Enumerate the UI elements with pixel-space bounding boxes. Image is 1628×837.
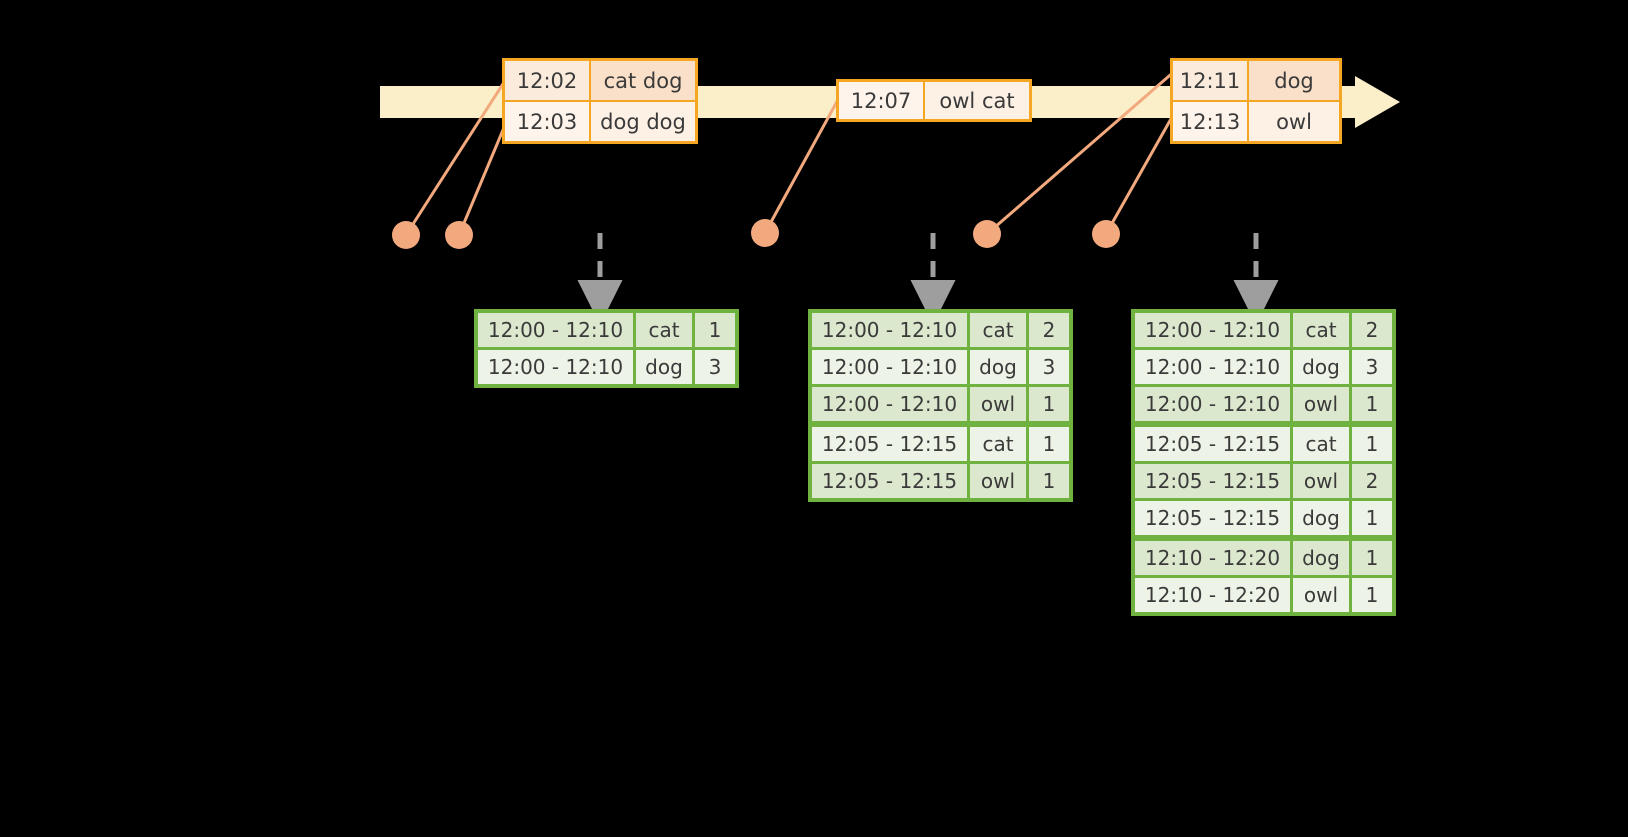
cell-word: dog	[1293, 541, 1349, 575]
cell-window: 12:00 - 12:10	[478, 313, 633, 347]
cell-word: dog	[1293, 350, 1349, 384]
connector-dot	[751, 219, 779, 247]
cell-word: cat	[1293, 313, 1349, 347]
dashed-arrows	[577, 233, 1279, 325]
event-value: dog	[1249, 61, 1339, 100]
event-row[interactable]: 12:02 cat dog	[505, 61, 695, 100]
event-time: 12:13	[1173, 102, 1249, 141]
event-row[interactable]: 12:07 owl cat	[839, 82, 1029, 119]
cell-word: owl	[970, 387, 1026, 421]
cell-word: owl	[1293, 578, 1349, 612]
cell-word: dog	[636, 350, 692, 384]
cell-count: 3	[1029, 350, 1069, 384]
connector-dot	[1092, 220, 1120, 248]
cell-window: 12:05 - 12:15	[1135, 501, 1290, 535]
cell-word: dog	[970, 350, 1026, 384]
cell-count: 1	[1352, 541, 1392, 575]
cell-window: 12:10 - 12:20	[1135, 578, 1290, 612]
cell-word: cat	[970, 313, 1026, 347]
event-row[interactable]: 12:11 dog	[1173, 61, 1339, 100]
cell-word: cat	[970, 427, 1026, 461]
event-box-group-3[interactable]: 12:11 dog 12:13 owl	[1170, 58, 1342, 144]
event-value: dog dog	[591, 102, 695, 141]
cell-count: 1	[1029, 387, 1069, 421]
cell-count: 1	[1352, 427, 1392, 461]
cell-window: 12:00 - 12:10	[812, 387, 967, 421]
cell-count: 1	[1352, 501, 1392, 535]
event-time: 12:02	[505, 61, 591, 100]
event-value: owl cat	[925, 82, 1029, 119]
event-value: cat dog	[591, 61, 695, 100]
cell-count: 3	[1352, 350, 1392, 384]
cell-word: cat	[1293, 427, 1349, 461]
cell-count: 2	[1352, 313, 1392, 347]
cell-word: owl	[970, 464, 1026, 498]
cell-count: 2	[1352, 464, 1392, 498]
event-box-group-2[interactable]: 12:07 owl cat	[836, 79, 1032, 122]
cell-count: 3	[695, 350, 735, 384]
connector-group-2	[751, 95, 842, 247]
cell-window: 12:05 - 12:15	[812, 464, 967, 498]
connector-dot	[445, 221, 473, 249]
cell-count: 1	[1029, 427, 1069, 461]
event-box-group-1[interactable]: 12:02 cat dog 12:03 dog dog	[502, 58, 698, 144]
event-time: 12:07	[839, 82, 925, 119]
event-row[interactable]: 12:03 dog dog	[505, 100, 695, 141]
cell-window: 12:00 - 12:10	[1135, 387, 1290, 421]
connector-group-1	[392, 75, 510, 249]
event-time: 12:11	[1173, 61, 1249, 100]
event-time: 12:03	[505, 102, 591, 141]
cell-word: owl	[1293, 464, 1349, 498]
cell-word: dog	[1293, 501, 1349, 535]
connector-dot	[973, 220, 1001, 248]
cell-count: 1	[1352, 387, 1392, 421]
cell-count: 1	[1352, 578, 1392, 612]
cell-window: 12:00 - 12:10	[812, 350, 967, 384]
connector-dot	[392, 221, 420, 249]
cell-word: cat	[636, 313, 692, 347]
cell-window: 12:00 - 12:10	[478, 350, 633, 384]
cell-count: 2	[1029, 313, 1069, 347]
cell-window: 12:00 - 12:10	[1135, 313, 1290, 347]
cell-window: 12:00 - 12:10	[1135, 350, 1290, 384]
cell-window: 12:10 - 12:20	[1135, 541, 1290, 575]
cell-count: 1	[695, 313, 735, 347]
cell-word: owl	[1293, 387, 1349, 421]
cell-window: 12:05 - 12:15	[1135, 427, 1290, 461]
cell-window: 12:05 - 12:15	[812, 427, 967, 461]
event-value: owl	[1249, 102, 1339, 141]
event-row[interactable]: 12:13 owl	[1173, 100, 1339, 141]
cell-window: 12:05 - 12:15	[1135, 464, 1290, 498]
cell-window: 12:00 - 12:10	[812, 313, 967, 347]
cell-count: 1	[1029, 464, 1069, 498]
